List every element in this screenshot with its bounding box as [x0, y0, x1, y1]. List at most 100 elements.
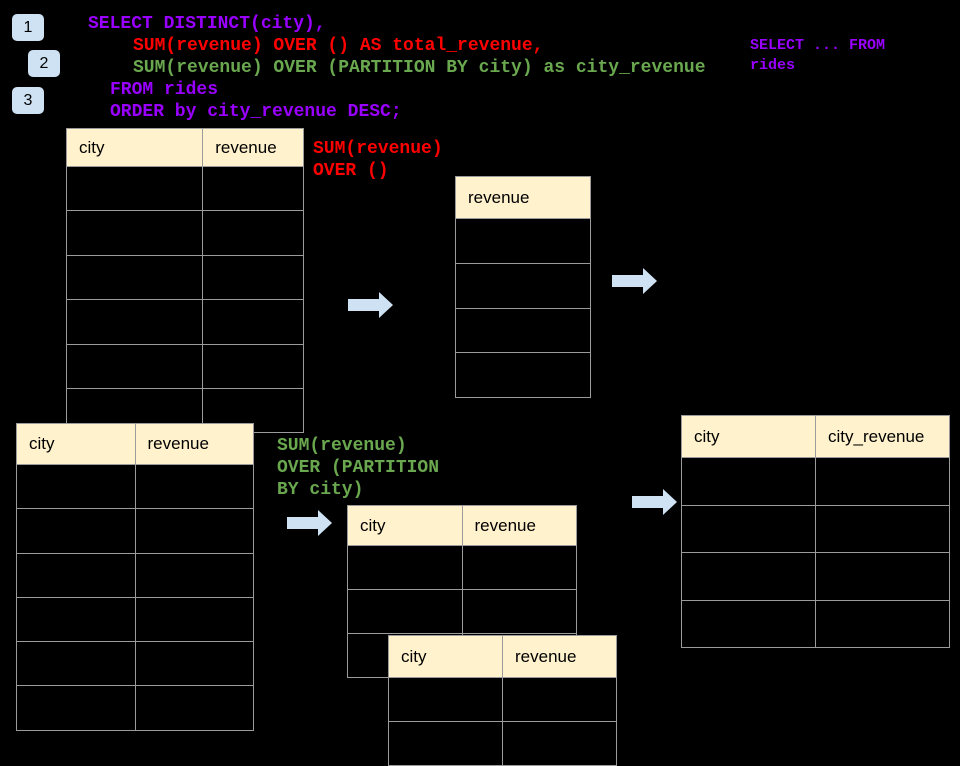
table-row [65, 343, 304, 389]
table-row [455, 352, 591, 399]
empty-cell [461, 545, 577, 590]
empty-cell [65, 165, 204, 212]
empty-cell [347, 545, 463, 590]
empty-cell [134, 641, 254, 687]
column-header: city_revenue [815, 415, 950, 458]
table-row [65, 165, 304, 212]
right-arrow-icon [348, 292, 393, 318]
sql-line-order-by: ORDER by city_revenue DESC; [110, 102, 402, 122]
empty-cell [502, 721, 617, 766]
arrow-shaft [612, 275, 643, 287]
column-header: city [65, 128, 204, 167]
empty-cell [202, 343, 304, 389]
table-row [681, 457, 950, 506]
empty-cell [388, 677, 503, 722]
sql-query-code: SELECT DISTINCT(city), SUM(revenue) OVER… [88, 13, 706, 123]
empty-cell [16, 552, 136, 598]
right-arrow-icon [612, 268, 657, 294]
table-row [681, 552, 950, 601]
table-row [347, 545, 577, 590]
table-row [65, 210, 304, 256]
column-header: city [388, 635, 503, 678]
arrow-head [318, 510, 332, 536]
empty-cell [134, 552, 254, 598]
table-row [65, 299, 304, 345]
partition-label-line-2: OVER (PARTITION [277, 458, 440, 478]
step-badge-2: 2 [28, 50, 60, 77]
column-header: city [347, 505, 463, 546]
partition-label-line-1: SUM(revenue) [277, 436, 407, 456]
partition-label-line-3: BY city) [277, 480, 364, 500]
table-row [681, 504, 950, 553]
select-from-rides-note: SELECT ... FROM rides [750, 36, 885, 76]
note-line-2: rides [750, 57, 796, 74]
empty-cell [815, 599, 950, 648]
empty-cell [455, 262, 591, 309]
empty-cell [455, 352, 591, 399]
arrow-head [663, 489, 677, 515]
empty-cell [347, 589, 463, 634]
arrow-head [379, 292, 393, 318]
empty-cell [202, 299, 304, 345]
empty-cell [134, 463, 254, 510]
arrow-shaft [287, 517, 318, 529]
empty-cell [461, 589, 577, 634]
column-header: revenue [455, 176, 591, 219]
empty-cell [202, 165, 304, 212]
empty-cell [815, 457, 950, 506]
right-arrow-icon [632, 489, 677, 515]
empty-cell [502, 677, 617, 722]
column-header: revenue [202, 128, 304, 167]
table-row [388, 677, 617, 722]
table-row [65, 254, 304, 301]
column-header: city [681, 415, 816, 458]
empty-cell [388, 721, 503, 766]
arrow-head [643, 268, 657, 294]
table-row [388, 721, 617, 766]
empty-cell [65, 210, 204, 256]
empty-cell [681, 457, 816, 506]
empty-cell [134, 508, 254, 554]
total-revenue-table: revenue [455, 176, 591, 399]
empty-cell [815, 552, 950, 601]
empty-cell [681, 599, 816, 648]
table-row [16, 685, 254, 731]
empty-cell [16, 508, 136, 554]
table-row [347, 589, 577, 634]
sql-line-sum-partition: SUM(revenue) OVER (PARTITION BY city) as… [133, 58, 706, 78]
empty-cell [681, 552, 816, 601]
note-line-1: SELECT ... FROM [750, 37, 886, 54]
table-row [455, 218, 591, 264]
table-row [681, 599, 950, 648]
partition-label: SUM(revenue) OVER (PARTITION BY city) [277, 435, 439, 501]
empty-cell [815, 504, 950, 553]
empty-cell [16, 641, 136, 687]
empty-cell [202, 210, 304, 256]
empty-cell [16, 596, 136, 643]
empty-cell [681, 504, 816, 553]
header-row: revenue [455, 176, 591, 219]
step-badge-1: 1 [12, 14, 44, 41]
column-header: revenue [134, 423, 254, 465]
table-row [16, 508, 254, 554]
column-header: city [16, 423, 136, 465]
empty-cell [455, 218, 591, 264]
column-header: revenue [502, 635, 617, 678]
empty-cell [65, 254, 204, 301]
table-row [16, 641, 254, 687]
total-label-line-1: SUM(revenue) [313, 139, 443, 159]
right-arrow-icon [287, 510, 332, 536]
empty-cell [134, 685, 254, 731]
empty-cell [16, 685, 136, 731]
sql-line-sum-over: SUM(revenue) OVER () AS total_revenue, [133, 36, 544, 56]
empty-cell [65, 343, 204, 389]
arrow-shaft [632, 496, 663, 508]
total-revenue-label: SUM(revenue) OVER () [313, 138, 443, 182]
